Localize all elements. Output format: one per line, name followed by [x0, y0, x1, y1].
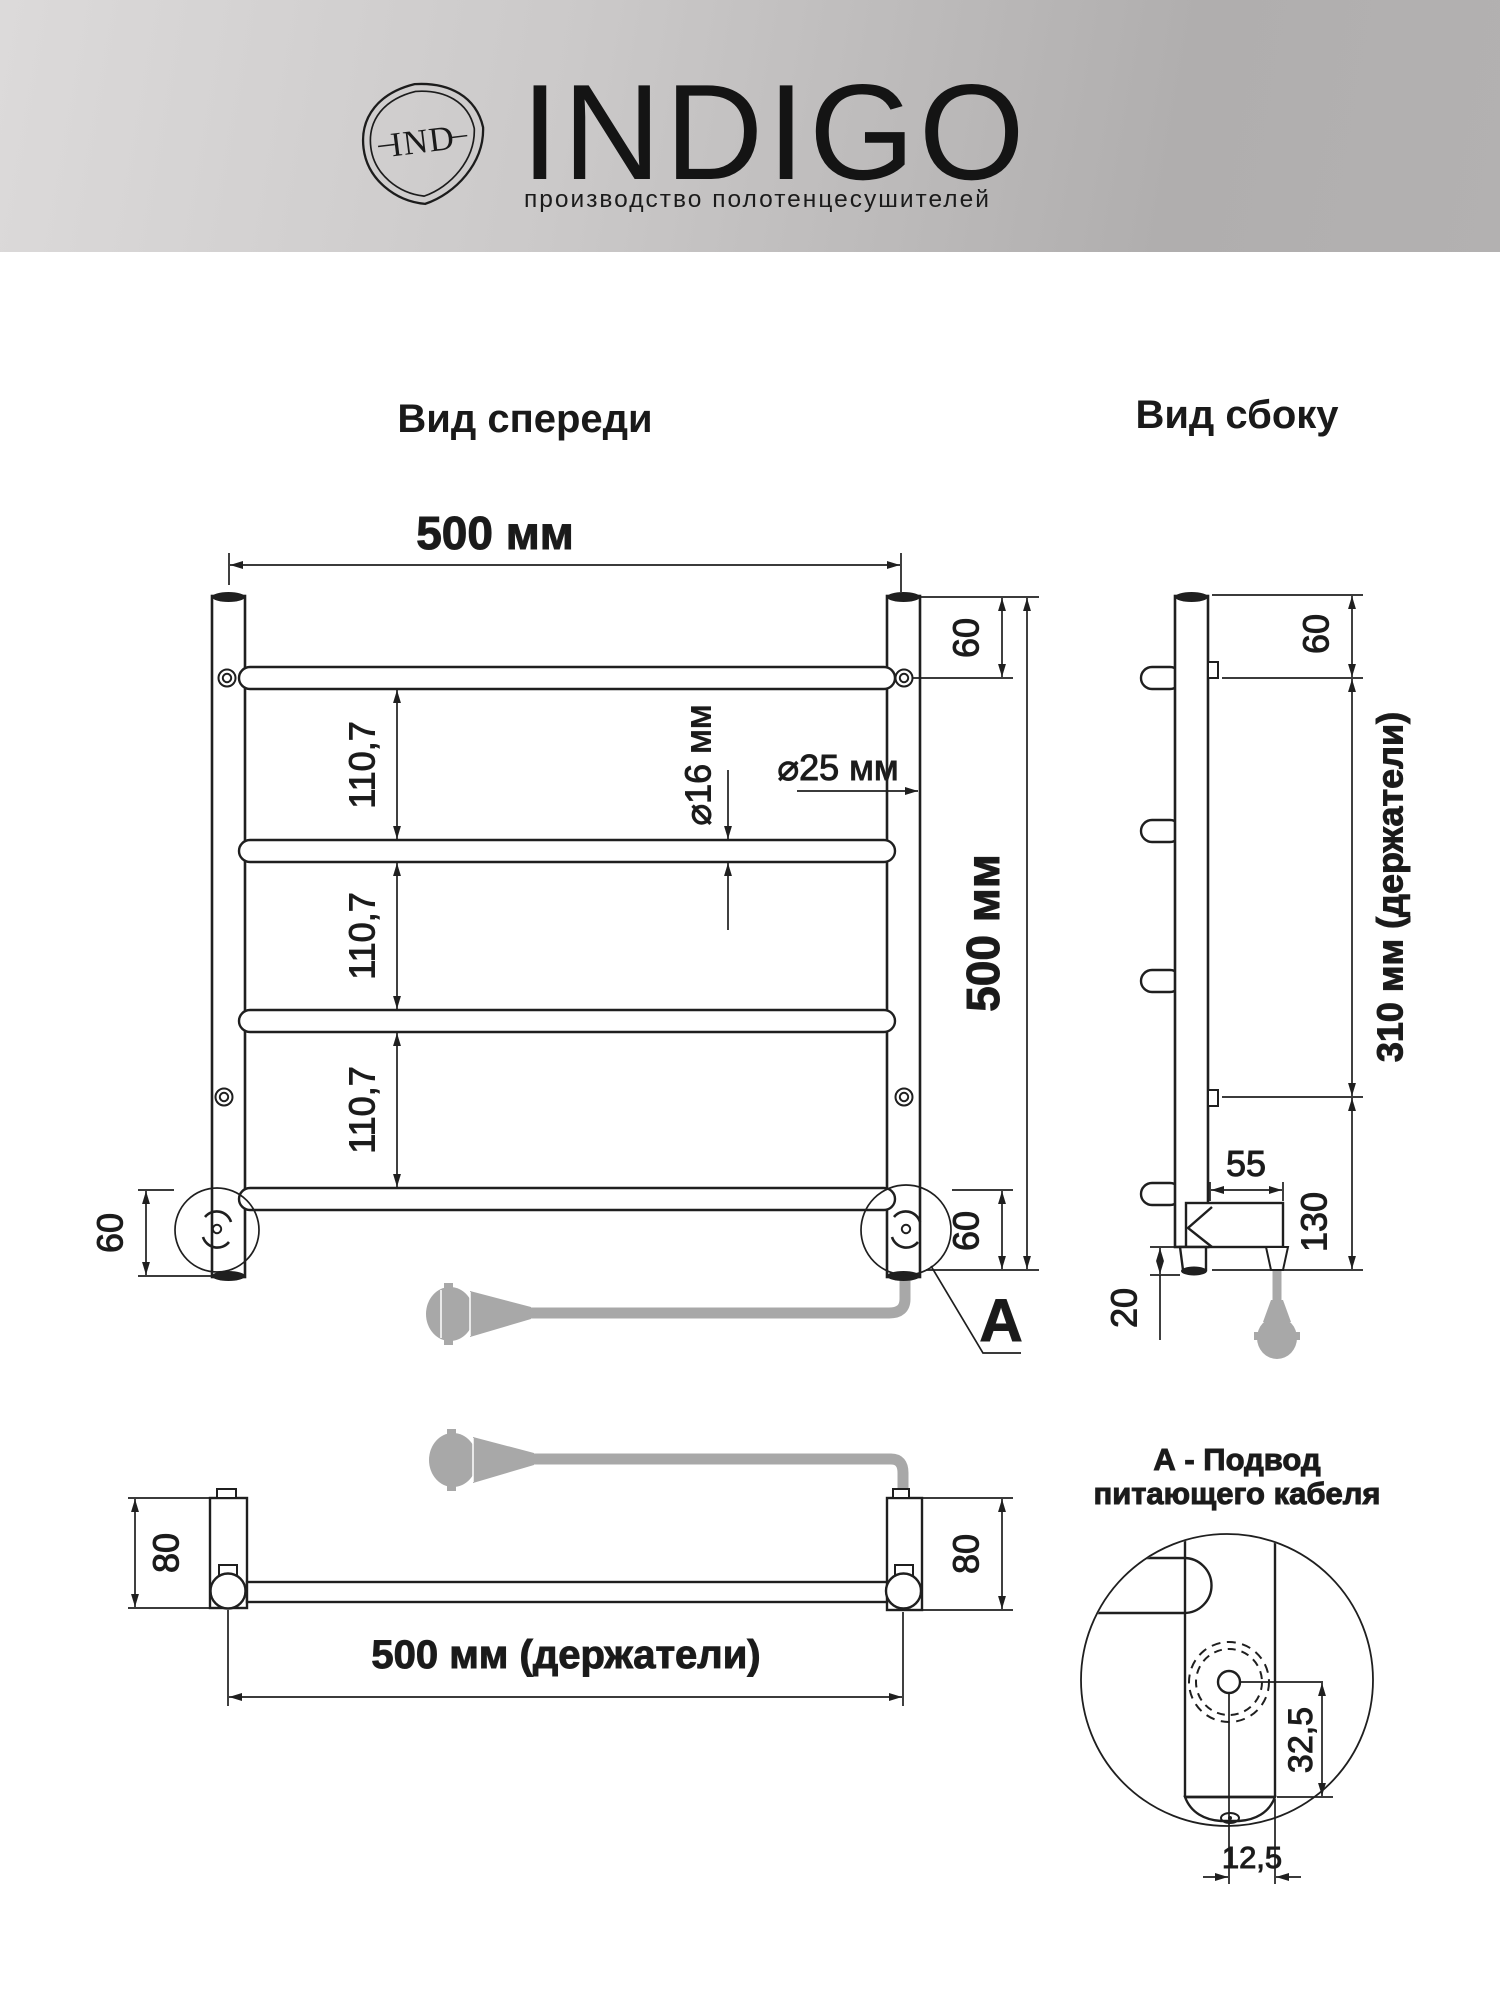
bottom-left-size-label: 80 — [146, 1533, 187, 1573]
side-cap-height-label: 20 — [1104, 1288, 1145, 1328]
logo-monogram: IND — [388, 119, 457, 165]
side-holders-label: 310 мм (держатели) — [1370, 712, 1411, 1062]
front-width-label: 500 мм — [416, 507, 574, 559]
bottom-dimensions — [128, 1497, 1013, 1706]
front-dimensions — [138, 553, 1039, 1354]
post-diameter-label: ⌀25 мм — [777, 747, 898, 788]
logo-shield-icon: IND — [361, 82, 485, 206]
detail-title-line1: А - Подвод — [1153, 1442, 1321, 1477]
front-rail-2 — [237, 838, 897, 864]
detail-dimensions — [1203, 1681, 1333, 1884]
side-dimensions — [1150, 594, 1363, 1340]
front-offset-bottom-left-label: 60 — [90, 1213, 131, 1253]
bottom-holders-width-label: 500 мм (держатели) — [371, 1633, 760, 1677]
bottom-bracket-left — [174, 1187, 260, 1273]
side-view-title: Вид сбоку — [1135, 393, 1339, 437]
front-right-post — [885, 594, 922, 1279]
detail-view: А - Подвод питающего кабеля — [1080, 1442, 1381, 1884]
bottom-view: 80 80 500 мм (держатели) — [128, 1429, 1013, 1706]
front-left-post — [210, 594, 247, 1279]
front-gap2-label: 110,7 — [342, 892, 383, 979]
front-power-cable — [426, 1272, 911, 1345]
brand-logo: IND — [361, 82, 485, 206]
front-view: 500 мм 60 500 мм 60 60 110,7 110,7 110,7… — [89, 507, 1039, 1355]
side-post — [1173, 594, 1210, 1249]
front-rail-4 — [237, 1186, 897, 1212]
bottom-power-cable — [429, 1429, 909, 1492]
detail-marker-label: А — [979, 1287, 1022, 1354]
wall-screws — [214, 668, 914, 1107]
detail-horizontal-dim-label: 12,5 — [1222, 1840, 1282, 1875]
detail-vertical-dim-label: 32,5 — [1282, 1707, 1320, 1773]
front-rail-3 — [237, 1008, 897, 1034]
front-offset-top-label: 60 — [946, 618, 987, 658]
front-rail-1 — [237, 665, 897, 691]
side-offset-top-label: 60 — [1296, 614, 1337, 654]
bottom-right-size-label: 80 — [946, 1534, 987, 1574]
rail-diameter-label: ⌀16 мм — [678, 704, 719, 825]
front-offset-bottom-right-label: 60 — [946, 1211, 987, 1251]
detail-title-line2: питающего кабеля — [1093, 1476, 1380, 1511]
bottom-holder-bar — [245, 1580, 889, 1604]
header-band: IND INDIGO производство полотенцесушител… — [0, 0, 1500, 252]
side-view: 60 310 мм (держатели) 130 55 20 — [1103, 592, 1411, 1359]
front-gap1-label: 110,7 — [342, 721, 383, 808]
side-depth-label: 55 — [1226, 1143, 1266, 1184]
front-height-label: 500 мм — [957, 854, 1009, 1012]
side-power-cable — [1254, 1246, 1300, 1359]
bottom-bracket-right — [860, 1184, 952, 1276]
brand-wordmark: INDIGO — [521, 56, 1029, 208]
brand-subtitle: производство полотенцесушителей — [524, 186, 991, 213]
front-gap3-label: 110,7 — [342, 1066, 383, 1153]
front-view-title: Вид спереди — [397, 397, 652, 441]
side-bottom-height-label: 130 — [1294, 1192, 1335, 1252]
